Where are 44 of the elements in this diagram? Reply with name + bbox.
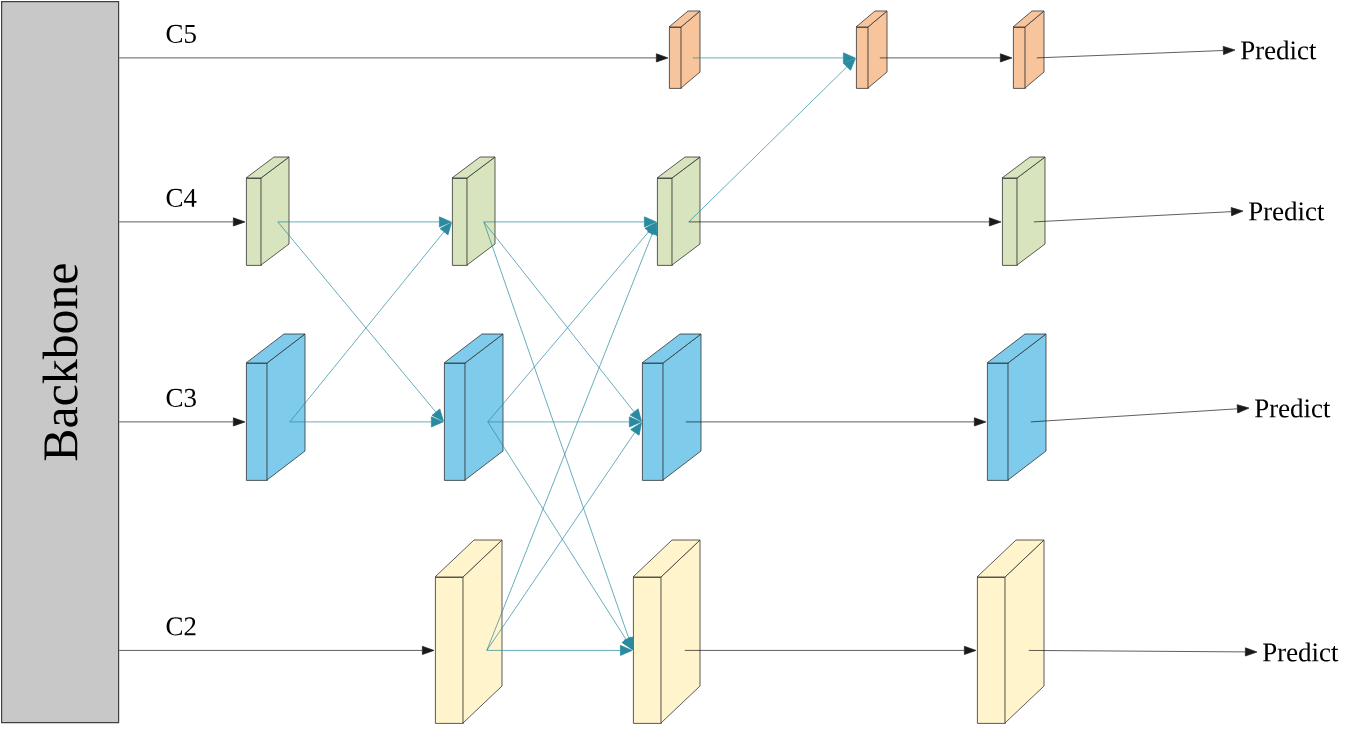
edge-label: C2 (166, 617, 196, 636)
arrow (487, 416, 642, 428)
output-label: Predict (1263, 642, 1339, 662)
arrow (1030, 404, 1250, 423)
feature-map-block (632, 539, 701, 724)
output-label: Predict (1241, 40, 1317, 60)
feature-map-block (443, 333, 504, 481)
arrow (1036, 46, 1236, 59)
feature-map-block (434, 539, 503, 724)
output-label: Predict (1249, 201, 1325, 221)
arrow (486, 222, 658, 651)
feature-map-block (855, 10, 888, 89)
edge-label: C4 (166, 188, 197, 207)
feature-map-block (668, 10, 701, 89)
feature-map-block (976, 539, 1045, 724)
feature-map-block (641, 333, 702, 481)
feature-map-block (245, 333, 306, 481)
feature-map-block (1012, 10, 1045, 89)
arrow (118, 53, 669, 63)
arrow (486, 645, 633, 656)
arrow (118, 217, 246, 227)
output-label: Predict (1255, 398, 1331, 418)
arrow (118, 417, 246, 427)
arrow (483, 221, 634, 650)
arrow (118, 645, 435, 655)
edge-label: C3 (166, 388, 196, 407)
feature-map-block (656, 156, 701, 266)
backbone-box: Backbone (1, 1, 120, 724)
arrow (688, 58, 856, 223)
feature-map-block (245, 156, 290, 266)
arrow (1028, 647, 1258, 657)
arrow (277, 216, 452, 228)
arrow (289, 416, 444, 428)
arrow (1033, 207, 1244, 223)
edge-label: C5 (166, 24, 196, 43)
arrow (692, 52, 856, 64)
feature-map-block (451, 156, 496, 266)
arrow (879, 53, 1013, 63)
feature-map-block (1001, 156, 1046, 266)
arrow (684, 645, 977, 655)
arrow (685, 417, 987, 427)
arrow (688, 217, 1002, 227)
arrow (483, 216, 657, 228)
feature-map-block (986, 333, 1047, 481)
